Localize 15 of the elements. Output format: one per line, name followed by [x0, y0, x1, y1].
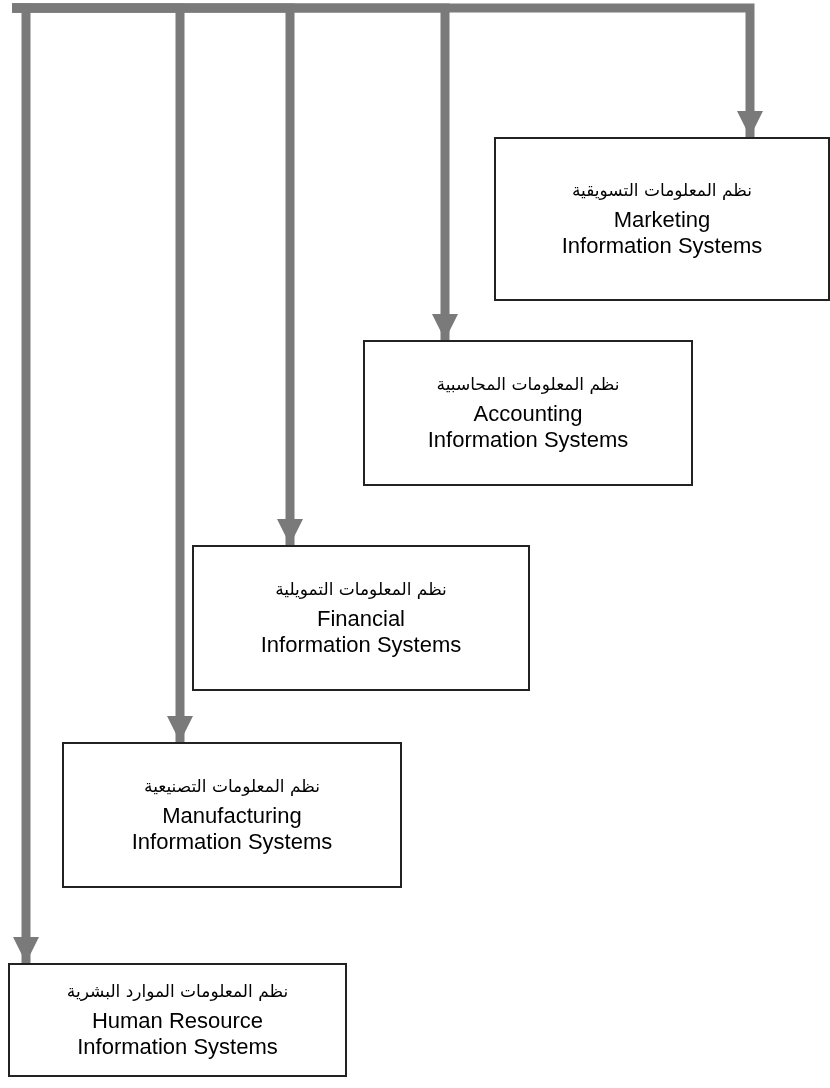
arabic-system-name: نظم المعلومات التصنيعية	[144, 775, 320, 797]
system-name: Financial Information Systems	[260, 606, 462, 658]
arabic-system-name: نظم المعلومات الموارد البشرية	[66, 980, 289, 1002]
arabic-system-name: نظم المعلومات التمويلية	[275, 578, 447, 600]
arabic-system-name: نظم المعلومات التسويقية	[572, 179, 752, 201]
system-box	[494, 137, 830, 301]
system-name: Manufacturing Information Systems	[131, 803, 333, 855]
system-box	[363, 340, 693, 486]
system-box	[62, 742, 402, 888]
system-name: Accounting Information Systems	[427, 401, 629, 453]
system-name: Marketing Information Systems	[561, 207, 763, 259]
system-box	[8, 963, 347, 1077]
system-name: Human Resource Information Systems	[76, 1008, 279, 1060]
arabic-system-name: نظم المعلومات المحاسبية	[436, 373, 620, 395]
system-box	[192, 545, 530, 691]
